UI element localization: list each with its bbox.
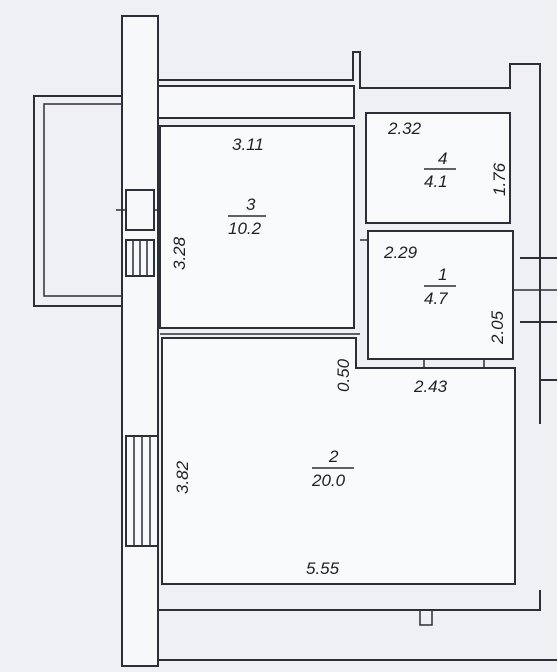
room-2-outline bbox=[161, 337, 516, 585]
balcony-outline bbox=[33, 95, 122, 307]
outer-walls bbox=[121, 15, 557, 667]
top-wall bbox=[158, 51, 541, 424]
top-corridor-strip bbox=[157, 85, 355, 119]
balcony-inner bbox=[43, 103, 122, 297]
room-4-width: 2.32 bbox=[387, 119, 422, 138]
room-4: 2.32 4 4.1 1.76 bbox=[365, 112, 511, 224]
bottom-notch bbox=[419, 610, 433, 626]
room-3-outline bbox=[159, 125, 355, 329]
room-3-area: 10.2 bbox=[228, 219, 262, 238]
room-4-height: 1.76 bbox=[490, 162, 509, 196]
room-2-height: 3.82 bbox=[173, 460, 192, 494]
right-wall-fragments bbox=[520, 257, 557, 381]
room-3-number: 3 bbox=[246, 195, 256, 214]
room-4-area: 4.1 bbox=[424, 172, 448, 191]
room-1-area: 4.7 bbox=[424, 289, 448, 308]
left-wall bbox=[121, 15, 159, 667]
room-2-number: 2 bbox=[328, 447, 339, 466]
room-2-width: 5.55 bbox=[306, 559, 340, 578]
room-2-area: 20.0 bbox=[311, 471, 346, 490]
bottom-wall bbox=[158, 590, 557, 661]
balcony-door bbox=[125, 189, 155, 231]
room-4-number: 4 bbox=[438, 149, 447, 168]
room-3-width: 3.11 bbox=[232, 135, 264, 154]
room-2-wall-offset: 0.50 bbox=[334, 358, 353, 392]
room-1-outline bbox=[367, 230, 514, 360]
room-1-height: 2.05 bbox=[488, 310, 507, 345]
room-3: 3.11 3 10.2 3.28 bbox=[159, 125, 355, 329]
room-2-upper-width: 2.43 bbox=[413, 377, 448, 396]
room-1-number: 1 bbox=[438, 265, 447, 284]
room-2: 0.50 2.43 2 20.0 3.82 5.55 bbox=[160, 333, 516, 585]
balcony bbox=[33, 95, 122, 307]
room-1: 2.29 1 4.7 2.05 bbox=[360, 230, 514, 368]
room-4-outline bbox=[365, 112, 511, 224]
room-1-width: 2.29 bbox=[383, 243, 418, 262]
room-3-height: 3.28 bbox=[170, 236, 189, 270]
left-openings bbox=[116, 189, 164, 547]
